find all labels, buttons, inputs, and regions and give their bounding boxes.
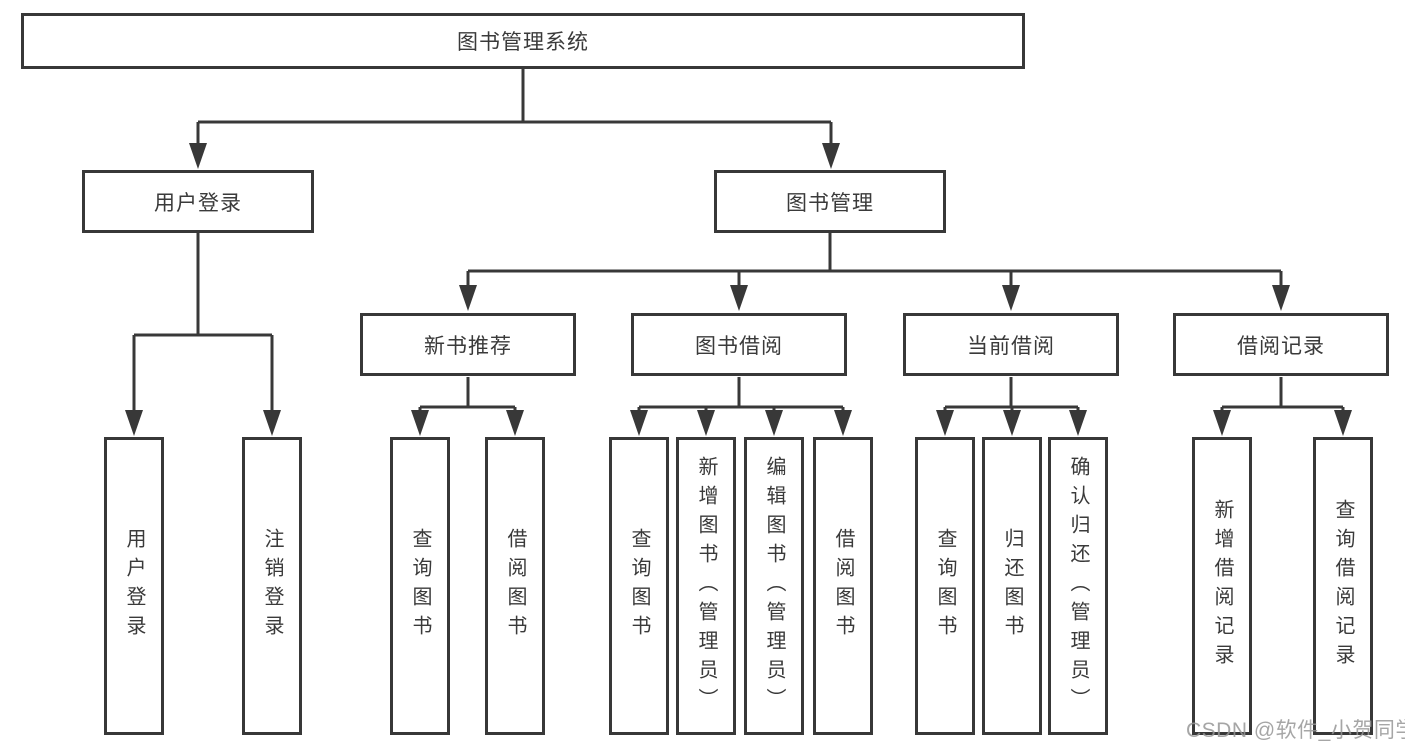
node-label: 新书推荐	[424, 334, 512, 358]
leaf-edit-books-admin: 编辑图书（管理员）	[744, 437, 804, 735]
leaf-query-books-borrowing: 查询图书	[609, 437, 669, 735]
node-label: 图书借阅	[695, 334, 783, 358]
node-book-management: 图书管理	[714, 170, 946, 233]
node-label: 用户登录	[123, 528, 145, 644]
node-label: 注销登录	[261, 528, 283, 644]
node-user-login: 用户登录	[82, 170, 314, 233]
connector-user-login-to-leaves	[125, 233, 281, 436]
node-borrowing-records: 借阅记录	[1173, 313, 1389, 376]
node-label: 查询图书	[409, 528, 431, 644]
leaf-query-books-recommend: 查询图书	[390, 437, 450, 735]
node-label: 查询借阅记录	[1332, 499, 1354, 673]
leaf-borrow-books-recommend: 借阅图书	[485, 437, 545, 735]
leaf-query-borrow-record: 查询借阅记录	[1313, 437, 1373, 735]
node-label: 借阅记录	[1237, 334, 1325, 358]
node-label: 借阅图书	[832, 528, 854, 644]
connector-book-management-to-level3	[459, 233, 1290, 311]
connector-root-to-level2	[189, 69, 840, 169]
csdn-watermark: CSDN @软件_小贺同学	[1186, 719, 1405, 742]
leaf-add-books-admin: 新增图书（管理员）	[676, 437, 736, 735]
node-label: 归还图书	[1001, 528, 1023, 644]
node-new-book-recommendation: 新书推荐	[360, 313, 576, 376]
node-label: 用户登录	[154, 191, 242, 215]
leaf-query-books-current: 查询图书	[915, 437, 975, 735]
node-label: 新增图书（管理员）	[695, 455, 717, 717]
connector-book-borrowing-to-leaves	[630, 377, 852, 436]
node-label: 查询图书	[934, 528, 956, 644]
node-label: 当前借阅	[967, 334, 1055, 358]
node-label: 借阅图书	[504, 528, 526, 644]
node-label: 编辑图书（管理员）	[763, 455, 785, 717]
leaf-return-books: 归还图书	[982, 437, 1042, 735]
connector-new-book-recommendation-to-leaves	[411, 377, 524, 436]
node-label: 图书管理	[786, 191, 874, 215]
node-label: 查询图书	[628, 528, 650, 644]
node-current-borrowing: 当前借阅	[903, 313, 1119, 376]
connector-borrowing-records-to-leaves	[1213, 377, 1352, 436]
node-library-management-system: 图书管理系统	[21, 13, 1025, 69]
leaf-add-borrow-record: 新增借阅记录	[1192, 437, 1252, 735]
node-label: 图书管理系统	[457, 31, 589, 54]
connector-current-borrowing-to-leaves	[936, 377, 1087, 436]
leaf-logout-login: 注销登录	[242, 437, 302, 735]
leaf-confirm-return-admin: 确认归还（管理员）	[1048, 437, 1108, 735]
node-label: 确认归还（管理员）	[1067, 455, 1089, 717]
node-book-borrowing: 图书借阅	[631, 313, 847, 376]
leaf-borrow-books-borrowing: 借阅图书	[813, 437, 873, 735]
node-label: 新增借阅记录	[1211, 499, 1233, 673]
leaf-user-login: 用户登录	[104, 437, 164, 735]
